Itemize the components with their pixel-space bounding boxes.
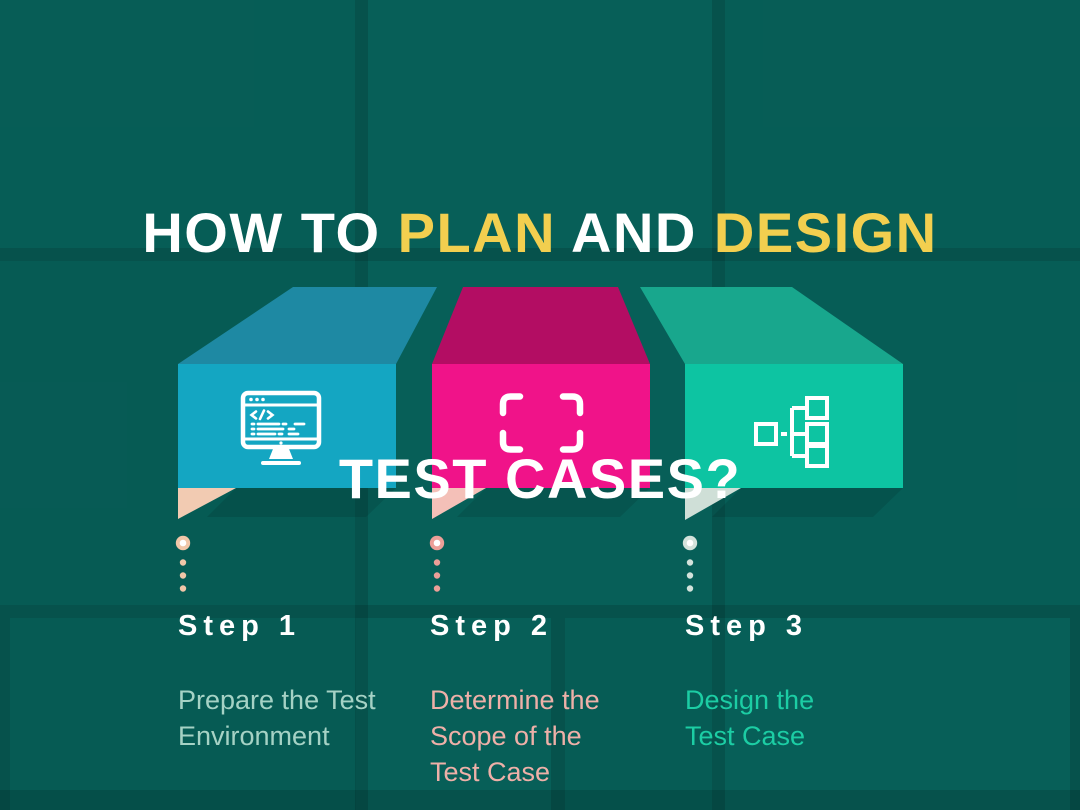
step3-box bbox=[640, 287, 903, 520]
step3-box-fold-triangle bbox=[685, 488, 741, 520]
viewfinder-icon bbox=[499, 393, 584, 453]
hierarchy-icon bbox=[754, 396, 829, 468]
step2-box-front-face bbox=[432, 364, 650, 488]
step3-description: Design the Test Case bbox=[685, 685, 815, 751]
step1-description: Prepare the Test Environment bbox=[178, 685, 376, 751]
step1-dotted-connector bbox=[175, 535, 191, 592]
step3-dotted-connector bbox=[682, 535, 698, 592]
step2-label: Step 2 bbox=[430, 610, 554, 642]
step1-box-shadow bbox=[207, 488, 396, 517]
step2-description: Determine the Scope of the Test Case bbox=[430, 685, 600, 787]
step1-box bbox=[178, 287, 437, 519]
step1-label: Step 1 bbox=[178, 610, 302, 642]
step3-label: Step 3 bbox=[685, 610, 809, 642]
step2-box-shadow bbox=[457, 488, 650, 517]
title-segment: AND bbox=[556, 201, 714, 264]
step1-box-fold-triangle bbox=[178, 488, 236, 519]
title-segment: HOW TO bbox=[142, 201, 398, 264]
step2-dotted-connector bbox=[429, 535, 445, 592]
page-title-line1: HOW TO PLAN AND DESIGN bbox=[0, 192, 1080, 274]
page-title: HOW TO PLAN AND DESIGN TEST CASES? bbox=[0, 28, 1080, 684]
step1-box-top-face bbox=[178, 287, 437, 364]
step2-box bbox=[432, 287, 650, 519]
page-title-line2: TEST CASES? bbox=[338, 447, 742, 510]
step1-box-front-face bbox=[178, 364, 396, 488]
step2-box-top-face bbox=[432, 287, 650, 364]
title-segment-emphasis: DESIGN bbox=[713, 201, 938, 264]
step2-box-fold-triangle bbox=[432, 488, 486, 519]
monitor-code-icon bbox=[240, 390, 322, 465]
title-segment-emphasis: PLAN bbox=[397, 201, 557, 264]
step3-box-top-face bbox=[640, 287, 903, 364]
step3-box-shadow bbox=[712, 488, 903, 517]
